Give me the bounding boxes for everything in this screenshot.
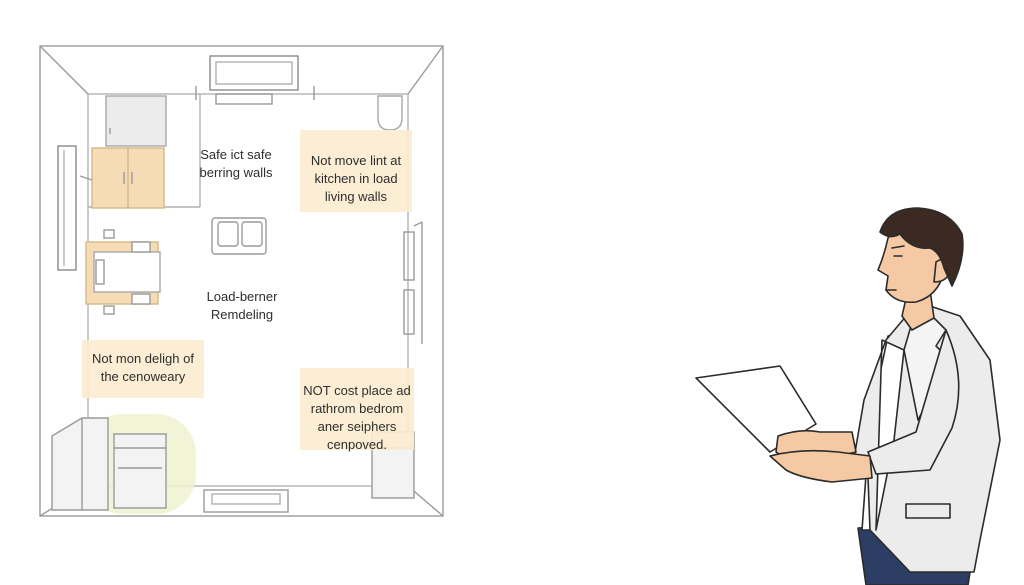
right-windows [403,221,423,344]
label-left-note: Not mon deligh of the cenoweary [82,350,204,386]
hand-right [769,449,873,483]
floor-plan [39,45,444,517]
note-box-top-right [300,130,412,212]
dining-table [85,229,161,315]
label-line: Load-berner [206,289,278,304]
left-door [57,145,93,271]
label-line: berring walls [199,165,273,180]
label-line: aner seiphers [317,419,397,434]
jacket-pocket [905,503,951,519]
paper-sheet [695,365,817,453]
label-line: the cenoweary [100,369,186,384]
eyebrow [891,245,905,249]
label-line: Safe ict safe [200,147,272,162]
label-line: NOT cost place ad [303,383,411,398]
armchair-pair [211,217,267,255]
label-line: Not move lint at [310,153,402,168]
note-box-bottom-right [300,368,414,450]
architect-figure [695,207,1001,585]
kitchen-cabinet [88,94,201,209]
toilet [377,95,403,131]
bedroom-area [51,414,196,514]
outer-wall [39,45,444,517]
label-line: Remdeling [210,307,274,322]
label-line: kitchen in load [314,171,398,186]
note-box-left-lower [82,340,204,398]
label-safe-walls: Safe ict safe berring walls [186,146,286,182]
top-window [195,55,315,105]
label-line: Not mon deligh of [92,351,194,366]
wall-corner-tl [39,45,89,95]
hair [879,207,964,287]
label-kitchen-note: Not move lint at kitchen in load living … [300,152,412,206]
label-line: living walls [324,189,388,204]
bottom-window [203,489,289,513]
arm-front [867,329,960,475]
label-line: rathrom bedrom [310,401,404,416]
label-load-bearing: Load-berner Remdeling [190,288,294,324]
label-line: cenpoved. [327,437,387,452]
label-bathroom-note: NOT cost place ad rathrom bedrom aner se… [300,382,414,454]
wall-corner-tr [407,45,444,95]
